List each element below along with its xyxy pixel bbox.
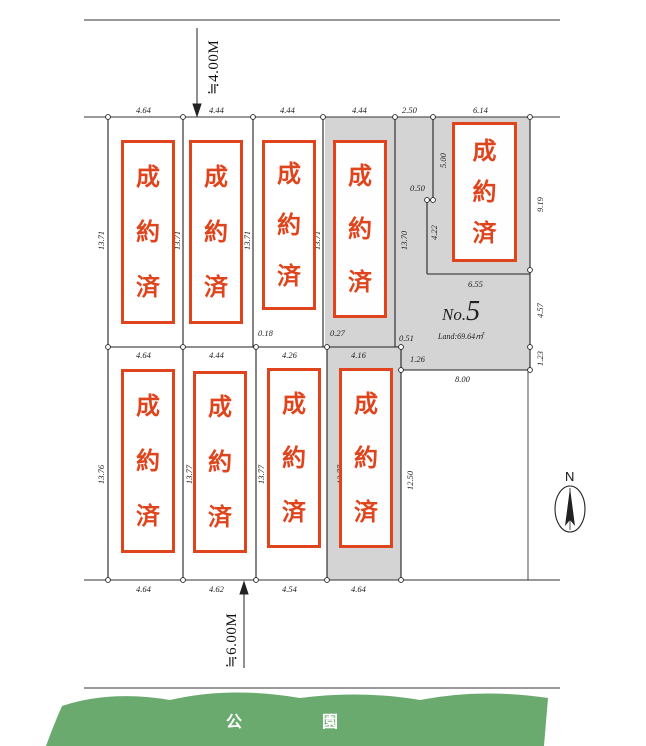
dim-bottom-3: 4.54 bbox=[282, 584, 298, 594]
dim-4-57: 4.57 bbox=[535, 302, 545, 318]
dim-0-27: 0.27 bbox=[330, 328, 346, 338]
road-arrows bbox=[192, 28, 249, 668]
dim-13-70: 13.70 bbox=[399, 230, 409, 250]
dim-5-00: 5.00 bbox=[438, 152, 448, 168]
sold-stamp-lot-2: 成 約 済 bbox=[189, 140, 243, 324]
sold-stamp-lot-10: 成 約 済 bbox=[339, 368, 393, 548]
dim-0-51: 0.51 bbox=[399, 333, 414, 343]
dim-13-71-d: 13.71 bbox=[312, 231, 322, 250]
dim-top-4: 4.44 bbox=[352, 105, 368, 115]
dim-13-71-b: 13.71 bbox=[172, 231, 182, 250]
dim-13-71-c: 13.71 bbox=[242, 231, 252, 250]
north-compass-icon bbox=[554, 485, 586, 533]
sold-stamp-lot-3: 成 約 済 bbox=[262, 140, 316, 310]
park-label-1: 公 bbox=[226, 712, 243, 731]
compass-label: N bbox=[565, 469, 574, 484]
boundary-markers bbox=[105, 114, 533, 583]
lot-5-title: No.5 bbox=[442, 296, 481, 327]
dim-top-2: 4.44 bbox=[209, 105, 225, 115]
arrow-up-icon bbox=[239, 580, 249, 595]
dim-1-26: 1.26 bbox=[410, 354, 426, 364]
dim-mid-3: 4.26 bbox=[282, 350, 298, 360]
dim-13-77-b: 13.77 bbox=[256, 464, 266, 484]
dim-bottom-1: 4.64 bbox=[136, 584, 152, 594]
dim-top-5: 2.50 bbox=[402, 105, 418, 115]
park-label-2: 園 bbox=[322, 712, 339, 731]
dim-13-77-a: 13.77 bbox=[184, 464, 194, 484]
dim-13-76: 13.76 bbox=[96, 464, 106, 484]
dim-6-55: 6.55 bbox=[468, 279, 483, 289]
dim-8-00: 8.00 bbox=[455, 374, 471, 384]
dim-top-1: 4.64 bbox=[136, 105, 152, 115]
dim-mid-2: 4.44 bbox=[209, 350, 225, 360]
sold-stamp-lot-6: 成 約 済 bbox=[452, 122, 517, 262]
lot-5-land-area: Land:69.64㎡ bbox=[438, 332, 484, 341]
dim-0-18: 0.18 bbox=[258, 328, 274, 338]
dim-9-19: 9.19 bbox=[535, 196, 545, 212]
road-bottom-width: ≒6.00M bbox=[224, 613, 240, 668]
dim-top-3: 4.44 bbox=[280, 105, 296, 115]
sold-stamp-lot-1: 成 約 済 bbox=[121, 140, 175, 324]
dim-0-50: 0.50 bbox=[410, 183, 426, 193]
sold-stamp-lot-9: 成 約 済 bbox=[267, 368, 321, 548]
lot-boundaries bbox=[107, 117, 531, 580]
dim-top-6: 6.14 bbox=[473, 105, 489, 115]
sold-stamp-lot-4: 成 約 済 bbox=[333, 140, 387, 318]
dim-bottom-2: 4.62 bbox=[209, 584, 225, 594]
park-area bbox=[46, 692, 548, 746]
dim-mid-1: 4.64 bbox=[136, 350, 152, 360]
dim-bottom-4: 4.64 bbox=[351, 584, 367, 594]
arrow-down-icon bbox=[192, 103, 202, 118]
dim-1-23: 1.23 bbox=[535, 351, 545, 366]
lot-5-shade bbox=[395, 117, 530, 370]
dim-mid-4: 4.16 bbox=[351, 350, 367, 360]
sold-stamp-lot-8: 成 約 済 bbox=[193, 371, 247, 553]
dim-4-22: 4.22 bbox=[429, 224, 439, 240]
dim-12-50: 12.50 bbox=[405, 470, 415, 490]
dim-13-71-a: 13.71 bbox=[96, 231, 106, 250]
sold-stamp-lot-7: 成 約 済 bbox=[121, 369, 175, 553]
road-top-width: ≒4.00M bbox=[206, 40, 222, 95]
